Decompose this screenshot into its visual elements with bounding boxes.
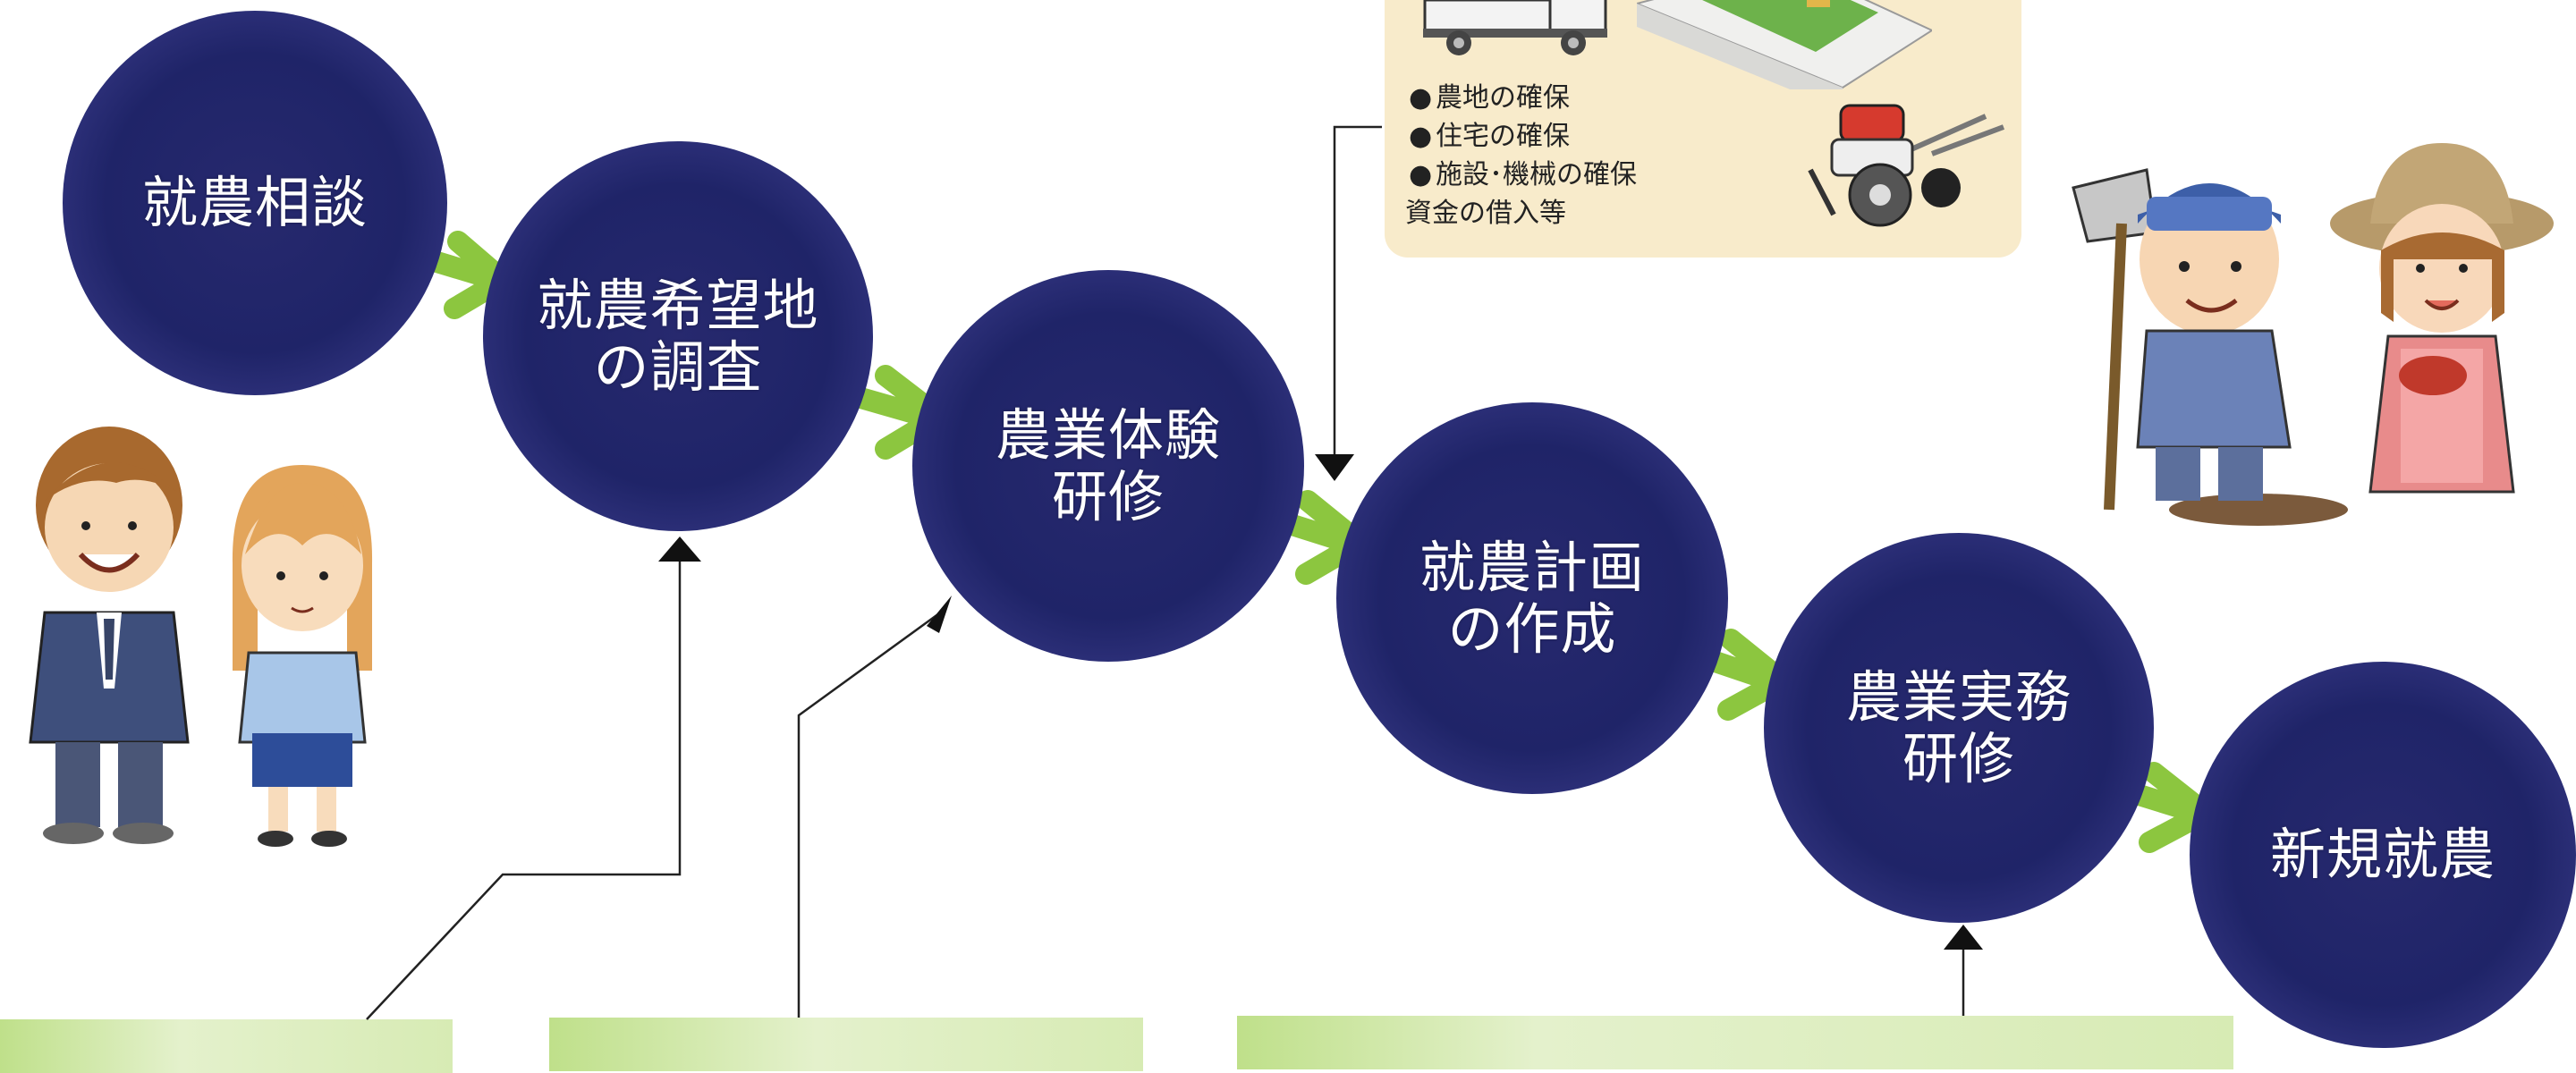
step-practical-training: 農業実務 研修: [1764, 533, 2154, 923]
connector-lines: [366, 125, 1983, 1020]
requirement-item: ●農地の確保: [1409, 82, 1570, 114]
step-label: 農業体験 研修: [995, 401, 1221, 529]
requirement-item: ●住宅の確保: [1409, 121, 1570, 152]
step-new-farming: 新規就農: [2190, 662, 2576, 1048]
arrowhead-experience: [927, 596, 952, 633]
step-label: 新規就農: [2269, 822, 2496, 888]
step-consultation: 就農相談: [63, 11, 447, 395]
businessman-icon: [29, 427, 190, 844]
requirement-item: ●施設･機械の確保: [1409, 159, 1637, 190]
connector-to-survey: [366, 545, 682, 1020]
step-plan-creation: 就農計画 の作成: [1336, 402, 1728, 794]
arrowhead-plan: [1315, 454, 1354, 481]
step-label: 就農相談: [141, 170, 368, 236]
tiller-icon: [1808, 104, 2005, 227]
connector-to-experience: [797, 612, 940, 1018]
truck-icon: [1423, 0, 1607, 55]
farmer-woman-icon: [2330, 143, 2554, 494]
step-experience-training: 農業体験 研修: [912, 270, 1304, 662]
requirement-footer: 資金の借入等: [1405, 198, 1566, 229]
step-label: 就農希望地 の調査: [537, 272, 819, 400]
requirements-list: ●農地の確保 ●住宅の確保 ●施設･機械の確保 資金の借入等: [1405, 79, 1784, 232]
step-site-survey: 就農希望地 の調査: [483, 141, 873, 531]
connector-to-plan: [1333, 125, 1382, 456]
arrowhead-practice: [1944, 925, 1983, 950]
arrowhead-survey: [658, 536, 701, 562]
step-label: 就農計画 の作成: [1419, 534, 1645, 662]
office-worker-icon: [232, 465, 373, 847]
farmland-icon: [1637, 0, 1932, 89]
step-label: 農業実務 研修: [1845, 663, 2072, 791]
farmer-with-hoe-icon: [2072, 168, 2348, 526]
